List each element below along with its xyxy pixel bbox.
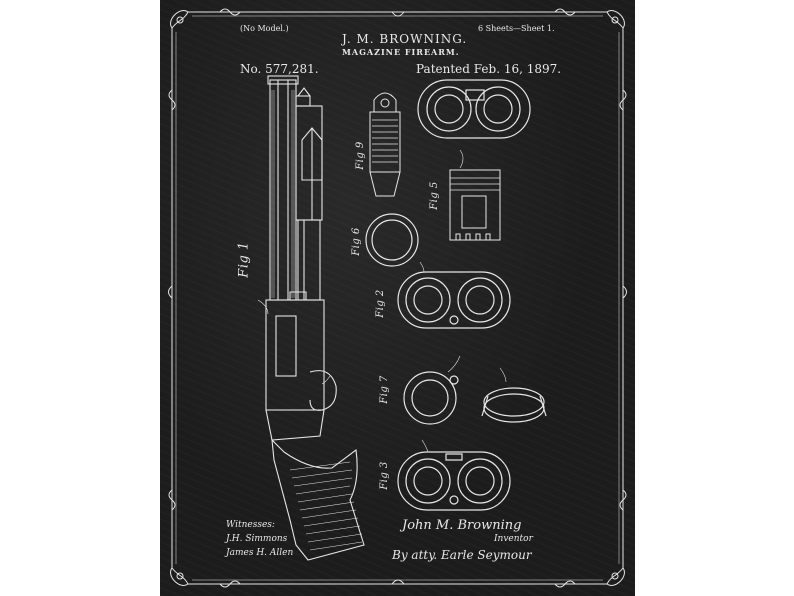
inventor-label: Inventor — [494, 534, 533, 544]
shotgun-drawing — [265, 75, 365, 561]
patent-date: Patented Feb. 16, 1897. — [416, 62, 562, 76]
fig9-drawing — [369, 92, 401, 197]
no-model-label: (No Model.) — [240, 24, 289, 33]
patent-poster: (No Model.) 6 Sheets—Sheet 1. J. M. BROW… — [160, 0, 635, 596]
witness-signature-2: James H. Allen — [226, 548, 294, 558]
fig2-label: Fig 2 — [374, 289, 386, 318]
patent-number: No. 577,281. — [240, 62, 319, 76]
fig5-label: Fig 5 — [428, 181, 440, 210]
fig3-double-ring — [397, 451, 511, 511]
fig6-label: Fig 6 — [350, 227, 362, 256]
fig9-label: Fig 9 — [354, 141, 366, 170]
inventor-name: J. M. BROWNING. — [342, 32, 468, 46]
fig5-drawing — [449, 169, 501, 241]
fig7-rings — [403, 371, 547, 425]
fig1-label: Fig 1 — [236, 241, 252, 278]
patent-drawing — [168, 8, 627, 588]
fig2-double-ring — [397, 271, 511, 329]
fig7-label: Fig 7 — [378, 375, 390, 404]
witnesses-label: Witnesses: — [226, 520, 275, 530]
attorney-signature: By atty. Earle Seymour — [392, 548, 532, 562]
invention-title: MAGAZINE FIREARM. — [342, 47, 460, 57]
fig3-label: Fig 3 — [378, 461, 390, 490]
double-ring-top — [417, 79, 531, 139]
witness-signature-1: J.H. Simmons — [226, 534, 288, 544]
fig6-ring — [365, 213, 419, 267]
sheets-label: 6 Sheets—Sheet 1. — [478, 24, 555, 33]
ornamental-frame — [168, 8, 627, 588]
inventor-signature: John M. Browning — [402, 518, 522, 533]
